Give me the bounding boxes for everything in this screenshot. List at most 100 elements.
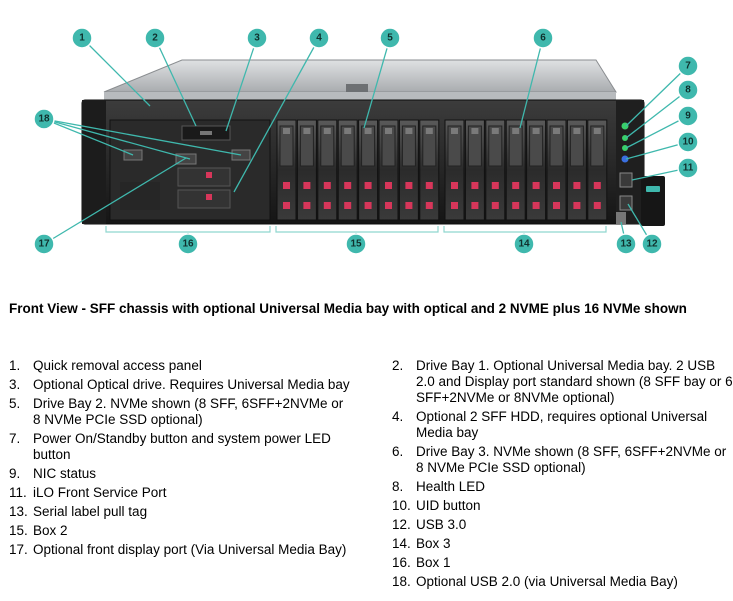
- sff-hdd-bottom: [177, 189, 231, 209]
- legend-item: 5.Drive Bay 2. NVMe shown (8 SFF, 6SFF+2…: [9, 396, 354, 428]
- legend-item: 18. Optional USB 2.0 (via Universal Media…: [392, 574, 733, 590]
- callout-9: 9: [677, 105, 699, 127]
- legend-text: Optional front display port (Via Univers…: [33, 542, 347, 557]
- legend-text: NIC status: [33, 466, 97, 481]
- svg-text:7: 7: [685, 61, 691, 72]
- serial-label-pull-tag: [616, 212, 626, 224]
- panel-latch: [346, 84, 368, 94]
- legend-number: 18.: [392, 574, 411, 589]
- legend-number: 16.: [392, 555, 411, 570]
- nvme-drive: [587, 119, 608, 221]
- legend-text: Drive Bay 3. NVMe shown (8 SFF, 6SFF+2NV…: [416, 444, 727, 475]
- legend-item: 8. Health LED: [392, 479, 733, 495]
- legend-text: Serial label pull tag: [33, 504, 148, 519]
- legend-left-column: 1.Quick removal access panel 3.Optional …: [9, 358, 354, 561]
- sff-hdd-top: [177, 167, 231, 187]
- legend-right-column: 2. Drive Bay 1. Optional Universal Media …: [392, 358, 733, 593]
- svg-text:6: 6: [540, 33, 546, 44]
- legend-text: UID button: [416, 498, 481, 513]
- legend-number: 4.: [392, 409, 404, 424]
- legend-text: Drive Bay 1. Optional Universal Media ba…: [416, 358, 733, 405]
- svg-text:14: 14: [518, 239, 530, 250]
- callout-10: 10: [677, 131, 699, 153]
- server-front-diagram: 1 2 3 4 5 6 7 8 9 10 11 12 13 14 15 16 1…: [33, 27, 699, 255]
- legend-number: 17.: [9, 542, 28, 557]
- access-panel: [103, 59, 617, 101]
- callout-1: 1: [71, 27, 93, 49]
- box-2-drive-bay: [276, 119, 440, 221]
- legend-number: 2.: [392, 358, 404, 373]
- nvme-drive: [337, 119, 358, 221]
- legend-item: 16. Box 1: [392, 555, 733, 571]
- box-brackets: [105, 226, 607, 233]
- box-1-media-bay: [109, 119, 271, 221]
- callout-14: 14: [513, 233, 535, 255]
- callout-13: 13: [615, 233, 637, 255]
- svg-text:18: 18: [38, 114, 50, 125]
- legend-number: 15.: [9, 523, 28, 538]
- nvme-drive: [358, 119, 379, 221]
- callout-4: 4: [308, 27, 330, 49]
- legend-text: Optional 2 SFF HDD, requires optional Un…: [416, 409, 708, 440]
- svg-text:11: 11: [683, 163, 694, 174]
- nvme-drive: [444, 119, 465, 221]
- power-button: [621, 122, 629, 130]
- legend-text: Box 2: [33, 523, 68, 538]
- nvme-drive: [419, 119, 440, 221]
- callout-8: 8: [677, 79, 699, 101]
- legend-text: Health LED: [416, 479, 486, 494]
- svg-text:17: 17: [38, 239, 50, 250]
- svg-text:8: 8: [685, 85, 691, 96]
- legend-text: Box 3: [416, 536, 451, 551]
- right-handle: [641, 176, 665, 226]
- hpe-logo-mark: [646, 186, 660, 192]
- nvme-drive: [505, 119, 526, 221]
- svg-text:1: 1: [79, 33, 85, 44]
- callout-16: 16: [177, 233, 199, 255]
- callout-11: 11: [677, 157, 699, 179]
- nvme-drive: [317, 119, 338, 221]
- svg-text:2: 2: [152, 33, 158, 44]
- callout-17: 17: [33, 233, 55, 255]
- svg-text:12: 12: [646, 239, 658, 250]
- nvme-drive: [546, 119, 567, 221]
- legend-item: 12.USB 3.0: [392, 517, 733, 533]
- legend-text: Drive Bay 2. NVMe shown (8 SFF, 6SFF+2NV…: [33, 396, 344, 427]
- legend-text: Optional Optical drive. Requires Univers…: [33, 377, 350, 392]
- display-port: [175, 153, 197, 165]
- callout-6: 6: [532, 27, 554, 49]
- nvme-drive: [296, 119, 317, 221]
- diagram-caption: Front View - SFF chassis with optional U…: [9, 301, 687, 316]
- nvme-drive: [485, 119, 506, 221]
- callouts: 1 2 3 4 5 6 7 8 9 10 11 12 13 14 15 16 1…: [33, 27, 699, 255]
- legend-item: 7.Power On/Standby button and system pow…: [9, 431, 354, 463]
- legend-item: 2. Drive Bay 1. Optional Universal Media …: [392, 358, 733, 406]
- nvme-drive: [398, 119, 419, 221]
- legend-number: 8.: [392, 479, 404, 494]
- left-rack-ear: [82, 100, 106, 224]
- nvme-drive: [276, 119, 297, 221]
- svg-text:10: 10: [682, 137, 694, 148]
- svg-text:3: 3: [254, 33, 260, 44]
- legend-text: Optional USB 2.0 (via Universal Media Ba…: [416, 574, 678, 589]
- legend-item: 6.Drive Bay 3. NVMe shown (8 SFF, 6SFF+2…: [392, 444, 733, 476]
- nvme-drive: [378, 119, 399, 221]
- legend-text: Quick removal access panel: [33, 358, 202, 373]
- health-led: [622, 135, 628, 141]
- uid-button: [621, 155, 629, 163]
- svg-text:15: 15: [350, 239, 362, 250]
- legend-number: 13.: [9, 504, 28, 519]
- svg-text:13: 13: [620, 239, 632, 250]
- callout-12: 12: [641, 233, 663, 255]
- legend-item: 1.Quick removal access panel: [9, 358, 354, 374]
- svg-text:5: 5: [387, 33, 393, 44]
- callout-2: 2: [144, 27, 166, 49]
- legend-item: 17. Optional front display port (Via Univ…: [9, 542, 354, 558]
- legend-item: 4. Optional 2 SFF HDD, requires optional …: [392, 409, 733, 441]
- legend-number: 9.: [9, 466, 21, 481]
- legend-item: 15. Box 2: [9, 523, 354, 539]
- legend-text: Box 1: [416, 555, 451, 570]
- legend-number: 14.: [392, 536, 411, 551]
- nvme-drive: [464, 119, 485, 221]
- legend-item: 3.Optional Optical drive. Requires Unive…: [9, 377, 354, 393]
